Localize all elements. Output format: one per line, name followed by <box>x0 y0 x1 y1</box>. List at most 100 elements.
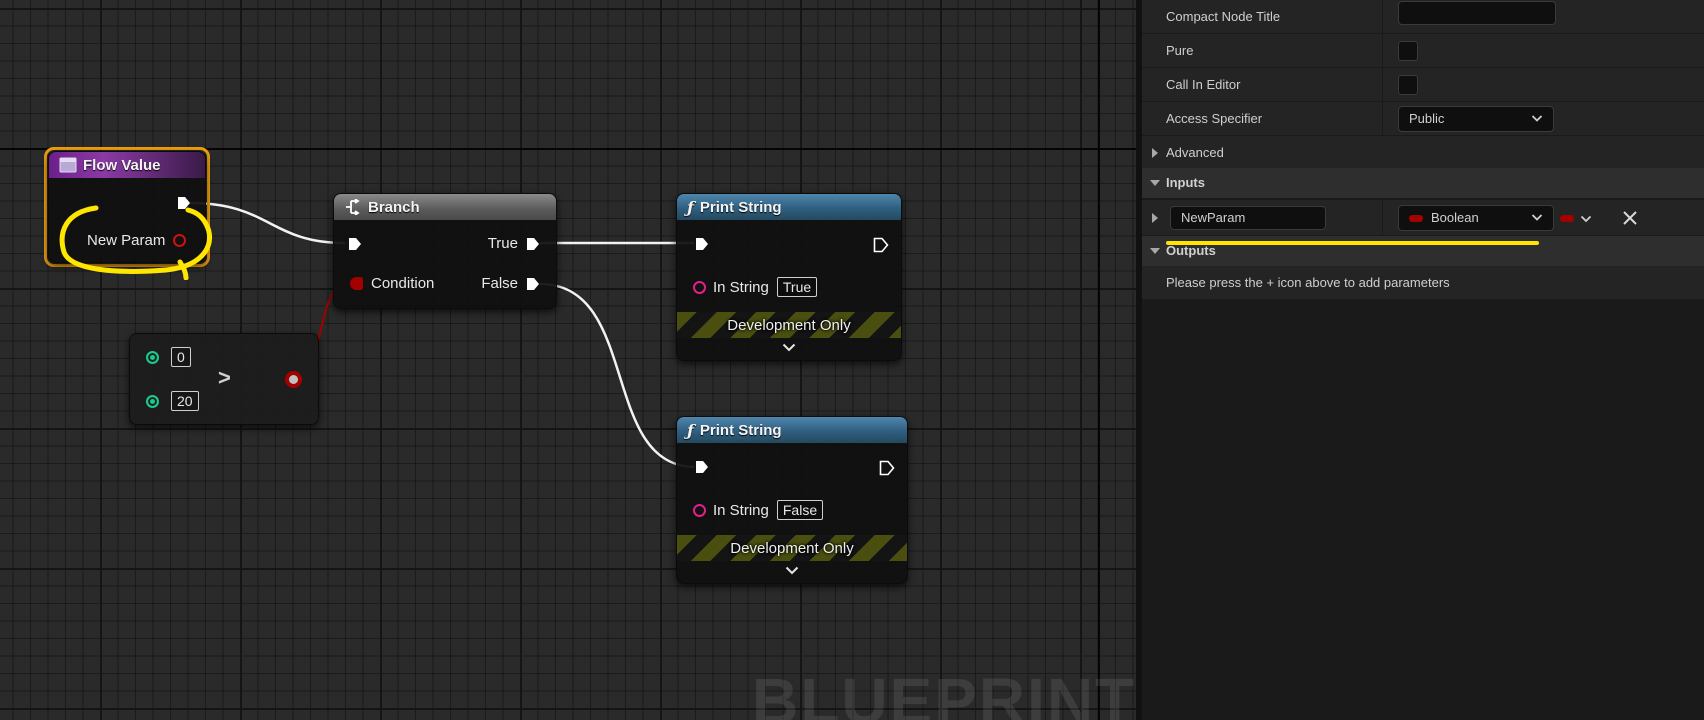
outputs-hint-row: Please press the + icon above to add par… <box>1142 266 1704 300</box>
property-label: Pure <box>1166 43 1194 58</box>
print-false-instring-value[interactable]: False <box>776 500 824 520</box>
branch-node-title: Branch <box>368 198 420 216</box>
print-string-false-header[interactable]: ƒ Print String <box>677 417 907 443</box>
string-in-pin[interactable] <box>693 503 706 517</box>
wire-exec-false-to-print <box>539 282 695 469</box>
close-icon <box>1623 211 1637 225</box>
branch-node-header[interactable]: Branch <box>334 194 556 220</box>
true-exec-out-pin[interactable] <box>526 237 540 251</box>
param-name-input[interactable]: NewParam <box>1170 206 1326 230</box>
access-specifier-value: Public <box>1409 111 1445 126</box>
compare-operator: > <box>218 365 231 390</box>
property-row-access-specifier: Access Specifier Public <box>1142 102 1704 136</box>
property-label: Call In Editor <box>1166 77 1241 92</box>
string-in-pin[interactable] <box>693 280 706 294</box>
inputs-label: Inputs <box>1166 175 1205 190</box>
annotation-circle <box>59 205 213 280</box>
false-label: False <box>481 275 518 292</box>
int-in-pin-a[interactable] <box>146 350 159 364</box>
property-label: Access Specifier <box>1166 111 1263 126</box>
outputs-label: Outputs <box>1166 243 1216 258</box>
false-exec-out-pin[interactable] <box>526 277 540 291</box>
false-pin-row: False <box>481 275 540 292</box>
flow-value-node[interactable]: Flow Value New Param <box>48 151 206 263</box>
development-only-label: Development Only <box>730 539 854 557</box>
remove-param-button[interactable] <box>1620 208 1640 228</box>
advanced-row[interactable]: Advanced <box>1142 136 1704 170</box>
condition-in-pin[interactable] <box>350 277 363 290</box>
outputs-hint-text: Please press the + icon above to add par… <box>1166 275 1450 290</box>
print-false-exec-out-pin[interactable] <box>879 460 895 476</box>
chevron-down-icon <box>1580 215 1591 222</box>
print-string-false-title: Print String <box>699 421 782 439</box>
property-row-compact-node-title: Compact Node Title <box>1142 0 1704 34</box>
branch-exec-in-pin[interactable] <box>348 237 362 251</box>
call-in-editor-checkbox[interactable] <box>1398 75 1418 95</box>
advanced-label: Advanced <box>1166 145 1224 160</box>
branch-icon <box>344 199 362 215</box>
print-string-true-header[interactable]: ƒ Print String <box>677 194 901 220</box>
flow-value-node-header[interactable]: Flow Value <box>49 152 205 178</box>
blueprint-watermark: BLUEPRINT <box>752 665 1136 720</box>
function-icon: ƒ <box>687 420 694 440</box>
print-string-false-node[interactable]: ƒ Print String In String False Developme… <box>676 416 908 584</box>
expand-arrow-icon <box>1152 148 1158 158</box>
collapse-arrow-icon <box>1150 248 1160 254</box>
print-false-instring-label: In String <box>713 501 769 519</box>
single-container-icon <box>1560 215 1574 223</box>
compare-input-b-value[interactable]: 20 <box>171 391 199 411</box>
collapse-arrow-icon <box>1150 180 1160 186</box>
property-row-call-in-editor: Call In Editor <box>1142 68 1704 102</box>
expand-chevron-icon[interactable] <box>782 339 796 355</box>
condition-label: Condition <box>371 275 435 292</box>
property-row-pure: Pure <box>1142 34 1704 68</box>
column-divider <box>1382 200 1383 236</box>
exec-out-pin[interactable] <box>177 196 191 210</box>
param-type-value: Boolean <box>1431 210 1479 225</box>
column-divider <box>1382 34 1383 68</box>
compare-input-a-row: 0 <box>146 347 191 367</box>
selection-outline <box>44 147 210 267</box>
panel-splitter[interactable] <box>1136 0 1142 720</box>
property-label: Compact Node Title <box>1166 9 1281 24</box>
int-in-pin-b[interactable] <box>146 394 159 408</box>
development-only-banner: Development Only <box>677 535 907 561</box>
access-specifier-dropdown[interactable]: Public <box>1398 106 1554 132</box>
inputs-section-header[interactable]: Inputs <box>1142 168 1704 198</box>
print-false-instring-row: In String False <box>693 500 824 520</box>
true-label: True <box>487 235 518 252</box>
graph-canvas[interactable]: Flow Value New Param Branch <box>0 0 1136 720</box>
compact-node-title-input[interactable] <box>1398 1 1556 25</box>
expand-arrow-icon[interactable] <box>1152 213 1158 223</box>
input-param-row: NewParam Boolean <box>1142 200 1704 236</box>
print-true-exec-out-pin[interactable] <box>873 237 889 253</box>
container-type-dropdown[interactable] <box>1560 210 1596 226</box>
chevron-down-icon <box>1531 107 1543 139</box>
compare-input-a-value[interactable]: 0 <box>171 347 191 367</box>
print-false-exec-in-pin[interactable] <box>695 460 709 474</box>
true-pin-row: True <box>488 235 540 252</box>
pure-checkbox[interactable] <box>1398 41 1418 61</box>
details-panel: Compact Node Title Pure Call In Editor A… <box>1142 0 1704 720</box>
greater-than-node[interactable]: 0 20 > <box>129 333 319 425</box>
development-only-banner: Development Only <box>677 312 901 338</box>
development-only-label: Development Only <box>727 316 851 334</box>
graph-origin-line-vertical <box>1098 0 1100 720</box>
chevron-down-icon <box>1531 206 1543 238</box>
print-true-instring-row: In String True <box>693 277 818 297</box>
param-type-dropdown[interactable]: Boolean <box>1398 205 1554 231</box>
branch-node[interactable]: Branch Condition True False <box>333 193 557 309</box>
annotation-underline <box>1166 241 1539 245</box>
print-string-true-title: Print String <box>699 198 782 216</box>
compare-bool-out-pin[interactable] <box>287 373 300 386</box>
print-true-exec-in-pin[interactable] <box>695 237 709 251</box>
new-param-pin-row: New Param <box>87 232 187 249</box>
print-string-true-node[interactable]: ƒ Print String In String True Developmen… <box>676 193 902 361</box>
new-param-label: New Param <box>87 232 166 249</box>
column-divider <box>1382 102 1383 136</box>
print-true-instring-label: In String <box>713 278 769 296</box>
bool-out-pin[interactable] <box>173 234 187 247</box>
print-true-instring-value[interactable]: True <box>776 277 818 297</box>
expand-chevron-icon[interactable] <box>785 562 799 578</box>
